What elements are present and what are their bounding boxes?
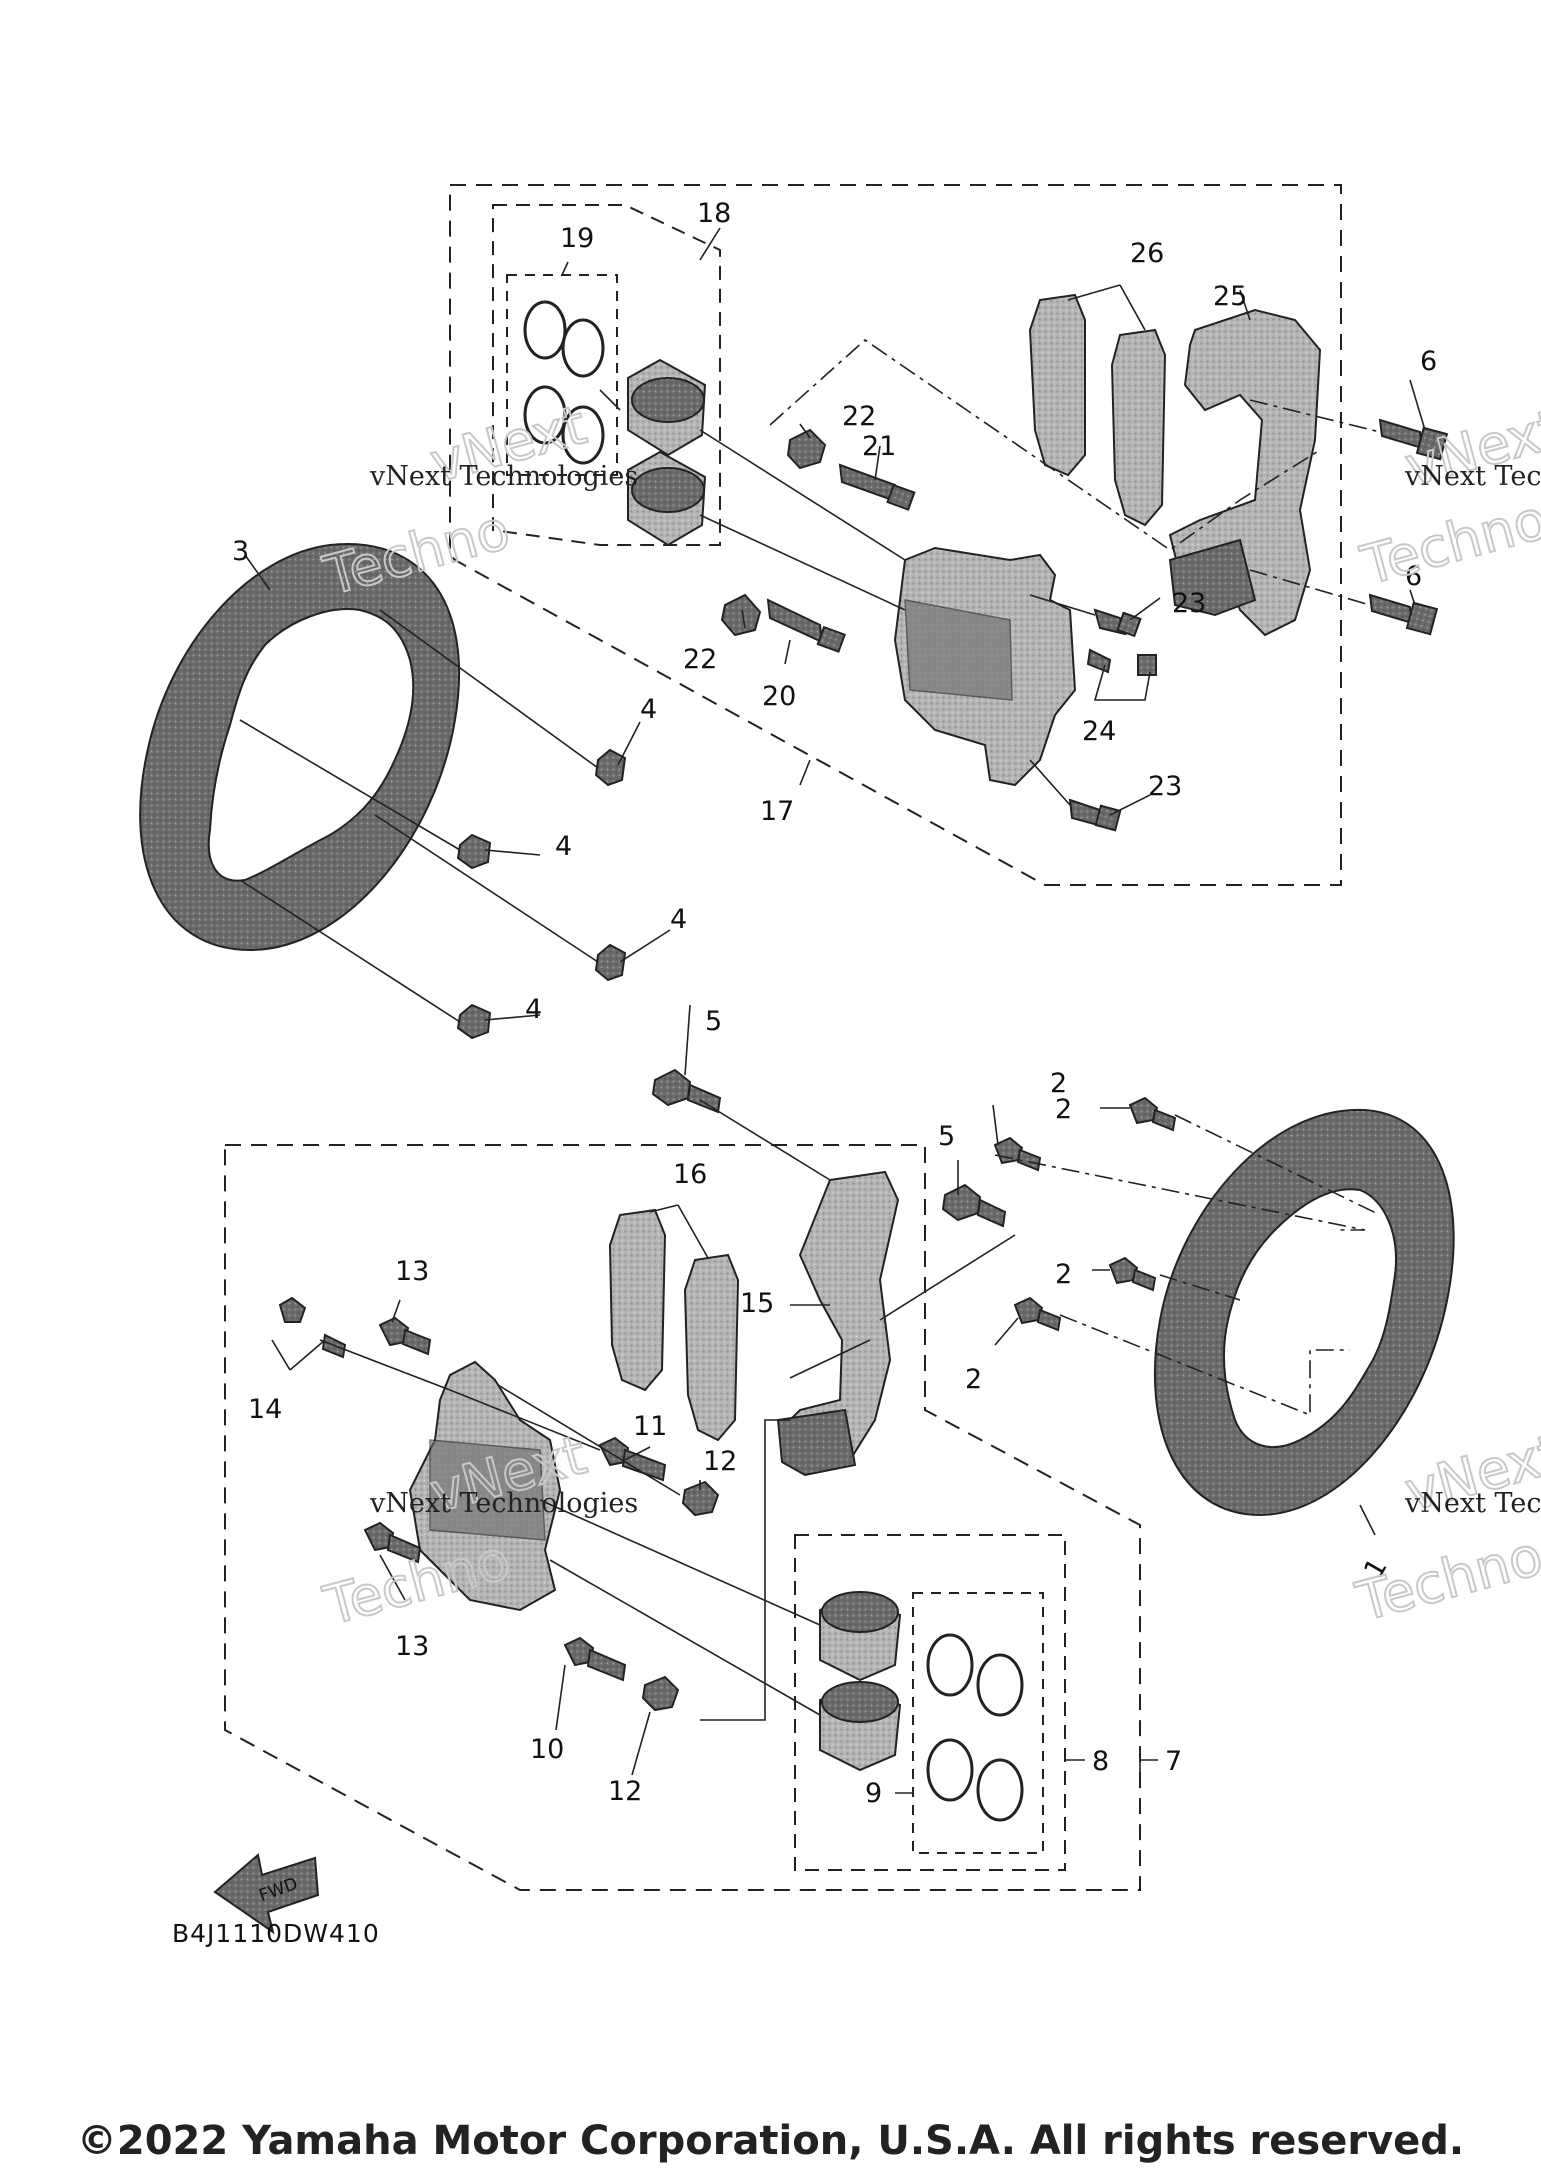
callout-18: 18	[697, 198, 731, 229]
callout-labels: 1 2 2 2 2 3 4 4 4 4 5 5 6 6 7 8 9 10 11 …	[232, 198, 1437, 1809]
callout-12: 12	[703, 1446, 737, 1477]
callout-8: 8	[1092, 1746, 1109, 1777]
caliper-body-upper	[893, 546, 1077, 787]
callout-21: 21	[862, 431, 896, 462]
upper-caliper-group	[139, 184, 1449, 1040]
brake-pads-26	[1028, 293, 1167, 527]
watermark-word: Techno	[317, 1528, 516, 1638]
callout-5: 5	[938, 1121, 955, 1152]
caliper-body-lower	[408, 1360, 562, 1612]
callout-20: 20	[762, 681, 796, 712]
callout-4: 4	[670, 904, 687, 935]
callout-13: 13	[395, 1631, 429, 1662]
callout-13: 13	[395, 1256, 429, 1287]
callout-6: 6	[1405, 561, 1422, 592]
lower-fasteners	[278, 1068, 1177, 1712]
caliper-bracket-15	[776, 1170, 900, 1477]
piston-seal-rings-9	[926, 1633, 1024, 1822]
disc-bolts-4	[456, 748, 627, 1040]
callout-25: 25	[1213, 281, 1247, 312]
callout-2: 2	[1055, 1259, 1072, 1290]
callout-23: 23	[1172, 588, 1206, 619]
callout-26: 26	[1130, 238, 1164, 269]
piston-seal-rings-19	[523, 300, 605, 465]
watermark-text: vNext Technologies	[369, 1488, 638, 1519]
callout-22: 22	[842, 401, 876, 432]
callout-23: 23	[1148, 771, 1182, 802]
group-17-outline	[449, 184, 1342, 886]
upper-fasteners	[720, 418, 1449, 832]
brake-disc-3	[139, 543, 460, 952]
callout-2: 2	[965, 1364, 982, 1395]
watermark-text: vNext Technologies	[1404, 461, 1541, 492]
callout-3: 3	[232, 536, 249, 567]
pistons-lower	[819, 1591, 902, 1772]
group-18-outline	[492, 204, 721, 546]
callout-4: 4	[555, 831, 572, 862]
callout-4: 4	[640, 694, 657, 725]
drawing-code: B4J1110DW410	[172, 1919, 380, 1948]
watermark-text: vNext Technologies	[1404, 1488, 1541, 1519]
fwd-arrow-icon	[213, 1853, 320, 1935]
callout-11: 11	[633, 1411, 667, 1442]
lower-caliper-group	[213, 1004, 1455, 1935]
callout-6: 6	[1420, 346, 1437, 377]
callout-2: 2	[1050, 1068, 1067, 1099]
pistons-upper	[627, 358, 707, 547]
brake-disc-1	[1153, 1108, 1455, 1517]
group-9-outline	[912, 1592, 1044, 1854]
copyright-notice: ©2022 Yamaha Motor Corporation, U.S.A. A…	[76, 2118, 1465, 2164]
callout-7: 7	[1165, 1746, 1182, 1777]
brake-pads-16	[608, 1208, 740, 1442]
lower-leader-lines	[271, 1004, 1381, 1794]
watermark-word: Techno	[1355, 488, 1541, 598]
callout-14: 14	[248, 1394, 282, 1425]
callout-9: 9	[865, 1778, 882, 1809]
callout-17: 17	[760, 796, 794, 827]
callout-12: 12	[608, 1776, 642, 1807]
callout-22: 22	[683, 644, 717, 675]
watermark-text: vNext Technologies	[369, 461, 638, 492]
upper-leader-lines	[239, 227, 1426, 1023]
callout-16: 16	[673, 1159, 707, 1190]
group-8-outline	[794, 1534, 1066, 1871]
caliper-bracket-25	[1168, 308, 1322, 637]
callout-10: 10	[530, 1734, 564, 1765]
callout-24: 24	[1082, 716, 1116, 747]
callout-19: 19	[560, 223, 594, 254]
watermark-word: Techno	[1350, 1524, 1541, 1634]
group-7-outline	[224, 1144, 1141, 1891]
callout-15: 15	[740, 1288, 774, 1319]
callout-2: 2	[1055, 1094, 1072, 1125]
callout-5: 5	[705, 1006, 722, 1037]
callout-4: 4	[525, 994, 542, 1025]
